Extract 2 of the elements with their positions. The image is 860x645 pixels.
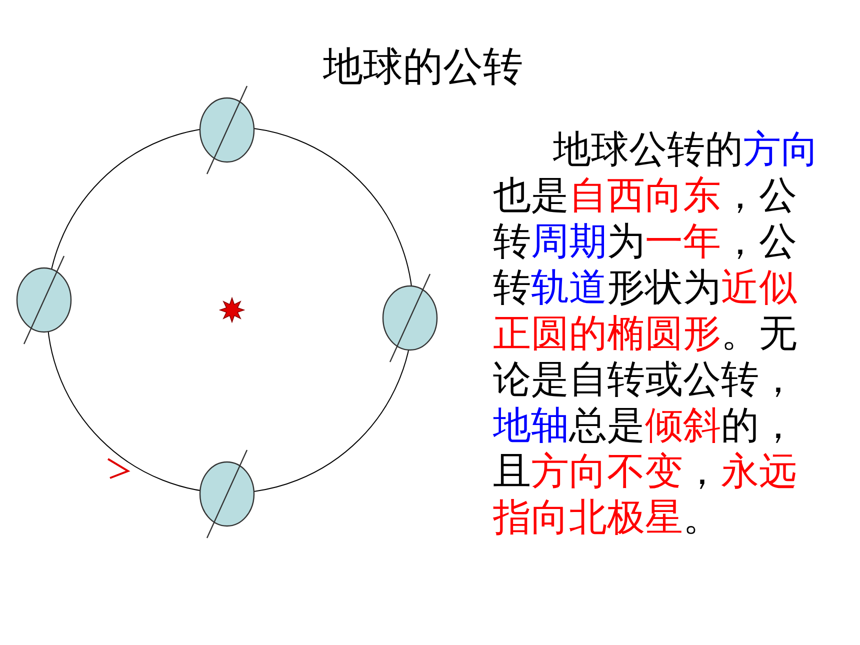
description-paragraph: 地球公转的方向也是自西向东，公转周期为一年，公转轨道形状为近似正圆的椭圆形。无论是自转或公转，地轴总是倾斜的，且方向不变，永远指向北极星。 [493, 126, 820, 540]
title: 地球的公转 [322, 43, 524, 92]
